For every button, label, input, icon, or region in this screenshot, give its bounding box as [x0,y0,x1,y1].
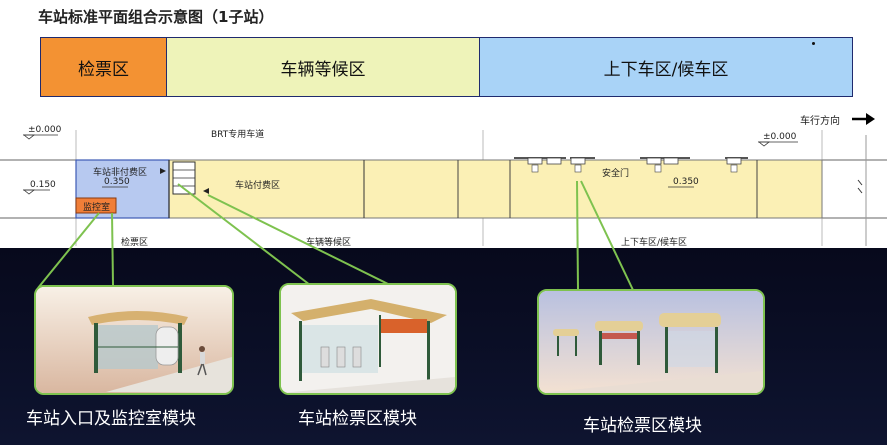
zone-platform-label: 上下车区/候车区 [603,59,729,80]
module-image-platform [537,289,765,395]
zone-waiting-label: 车辆等候区 [280,59,366,80]
module-caption-platform: 车站检票区模块 [583,416,702,436]
module-caption-gate: 车站检票区模块 [298,409,417,429]
zone-ticket-label: 检票区 [78,59,129,80]
elevation-top-left: ±0.000 [28,125,62,135]
floor-plan [0,113,887,246]
ticket-gate-illustration [281,285,455,393]
zone-dot-marker [812,42,815,45]
non-paid-area-label: 车站非付费区 [93,168,148,178]
module-image-entrance [34,285,234,395]
bottom-label-platform: 上下车区/候车区 [621,238,688,248]
elevation-inner-left: 0.350 [104,177,130,187]
paid-area-label: 车站付费区 [235,181,281,191]
zone-platform: 上下车区/候车区 [479,37,853,97]
direction-label: 车行方向 [800,116,840,127]
module-caption-entrance: 车站入口及监控室模块 [26,409,196,429]
page-title: 车站标准平面组合示意图（1子站） [38,8,274,26]
control-room-label: 监控室 [83,203,111,213]
entrance-kiosk-illustration [36,287,232,393]
bottom-label-ticket: 检票区 [121,238,149,248]
elevation-top-right: ±0.000 [763,132,797,142]
safety-door-label: 安全门 [602,169,630,179]
elevation-inner-right: 0.350 [673,177,699,187]
bottom-label-waiting: 车辆等候区 [306,238,352,248]
brt-lane-label: BRT专用车道 [211,130,265,140]
elevation-left-mid: 0.150 [30,180,56,190]
module-image-gate [279,283,457,395]
platform-illustration [539,291,763,393]
